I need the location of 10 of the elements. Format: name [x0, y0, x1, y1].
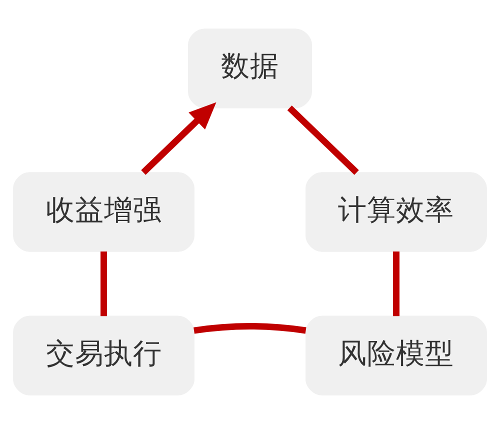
node-box: 风险模型 [305, 315, 487, 395]
arrow [141, 102, 216, 174]
node-box: 收益增强 [13, 172, 195, 252]
connector [100, 250, 108, 316]
connector [287, 105, 359, 174]
node-box: 数据 [188, 28, 312, 108]
node-box: 交易执行 [13, 315, 195, 395]
connector [194, 322, 306, 334]
connector [392, 250, 400, 316]
node-box: 计算效率 [305, 172, 487, 252]
